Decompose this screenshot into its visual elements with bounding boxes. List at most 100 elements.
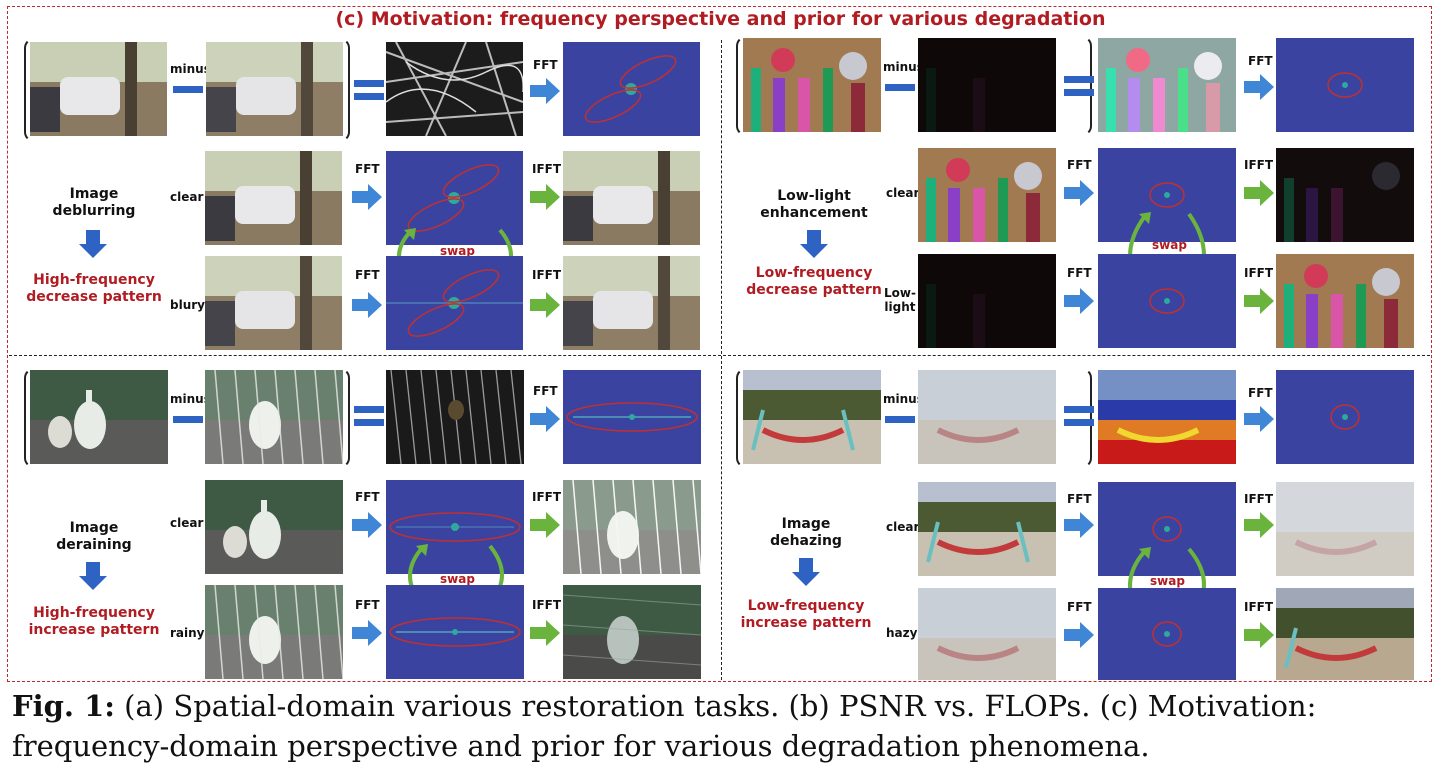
derain-input-bracket — [24, 368, 350, 468]
fft-spectrum-image — [1276, 370, 1414, 464]
fft-label: FFT — [1067, 600, 1092, 614]
deblur-clear-photo — [205, 151, 342, 245]
ifft-label: IFFT — [532, 162, 562, 176]
ifft-label: IFFT — [532, 268, 562, 282]
blue-arrow-icon — [1064, 512, 1094, 538]
minus-operator — [173, 86, 203, 93]
derain-clear-photo-top — [30, 370, 168, 464]
fft-spectrum-image — [386, 585, 524, 679]
deblur-blurry-photo — [205, 256, 342, 350]
lowlight-clear-photo — [918, 148, 1056, 242]
fft-spectrum-image — [563, 42, 700, 136]
swap-label: swap — [440, 244, 475, 258]
fft-spectrum-image — [563, 370, 701, 464]
dehaze-clear-photo — [918, 482, 1056, 576]
clear-label: clear — [886, 520, 920, 534]
deblur-ifft-result — [563, 256, 700, 350]
fft-label: FFT — [1067, 158, 1092, 172]
lowlight-ifft-result — [1276, 148, 1414, 242]
green-arrow-icon — [1244, 512, 1274, 538]
deblur-clear-photo-top — [30, 42, 167, 136]
blue-arrow-icon — [1244, 406, 1274, 432]
fft-spectrum-image — [386, 256, 523, 350]
fft-label: FFT — [355, 490, 380, 504]
clear-label: clear — [170, 190, 204, 204]
blue-arrow-icon — [1064, 288, 1094, 314]
low-light-label: Low-light — [884, 286, 916, 314]
green-arrow-icon — [1244, 180, 1274, 206]
down-arrow-icon — [800, 230, 828, 258]
lowlight-dark-photo-top — [918, 38, 1056, 132]
lowlight-dark-photo — [918, 254, 1056, 348]
minus-label: minus — [170, 392, 211, 406]
blue-arrow-icon — [1244, 74, 1274, 100]
derain-clear-photo — [205, 480, 343, 574]
fft-spectrum-image — [1098, 482, 1236, 576]
lowlight-input-bracket — [736, 36, 1092, 136]
fft-label: FFT — [1248, 386, 1273, 400]
dehaze-input-bracket — [736, 368, 1092, 468]
fft-spectrum-image — [1098, 148, 1236, 242]
ifft-label: IFFT — [1244, 492, 1274, 506]
figure-frame — [7, 6, 1432, 682]
horizontal-divider — [9, 355, 1430, 356]
ifft-label: IFFT — [532, 598, 562, 612]
minus-operator — [173, 416, 203, 423]
deblur-ifft-result — [563, 151, 700, 245]
swap-label: swap — [440, 572, 475, 586]
down-arrow-icon — [79, 562, 107, 590]
fft-spectrum-image — [386, 480, 524, 574]
fft-label: FFT — [1248, 54, 1273, 68]
blue-arrow-icon — [530, 78, 560, 104]
deblur-input-bracket — [24, 38, 350, 142]
minus-operator — [885, 84, 915, 91]
green-arrow-icon — [530, 620, 560, 646]
blue-arrow-icon — [352, 292, 382, 318]
ifft-label: IFFT — [532, 490, 562, 504]
blue-arrow-icon — [352, 620, 382, 646]
fft-label: FFT — [1067, 492, 1092, 506]
vertical-divider — [721, 40, 722, 680]
green-arrow-icon — [530, 184, 560, 210]
caption-text: (a) Spatial-domain various restoration t… — [12, 689, 1317, 763]
fft-label: FFT — [355, 162, 380, 176]
lowlight-clear-photo-top — [743, 38, 881, 132]
blue-arrow-icon — [1064, 622, 1094, 648]
dehaze-hazy-photo-top — [918, 370, 1056, 464]
deblur-blurry-photo-top — [206, 42, 343, 136]
figure-title: (c) Motivation: frequency perspective an… — [335, 8, 1106, 30]
blue-arrow-icon — [352, 512, 382, 538]
lowlight-residual-image — [1098, 38, 1236, 132]
fft-spectrum-image — [1276, 38, 1414, 132]
fft-label: FFT — [533, 58, 558, 72]
equals-operator — [1064, 76, 1094, 96]
dehaze-ifft-result — [1276, 588, 1414, 680]
derain-ifft-result — [563, 480, 701, 574]
dehaze-hazy-photo — [918, 588, 1056, 680]
blue-arrow-icon — [530, 406, 560, 432]
ifft-label: IFFT — [1244, 158, 1274, 172]
ifft-label: IFFT — [1244, 600, 1274, 614]
minus-operator — [885, 416, 915, 423]
blue-arrow-icon — [1064, 180, 1094, 206]
lowlight-ifft-result — [1276, 254, 1414, 348]
blury-label: blury — [170, 298, 205, 312]
minus-label: minus — [883, 392, 924, 406]
green-arrow-icon — [1244, 288, 1274, 314]
figure-caption: Fig. 1: (a) Spatial-domain various resto… — [12, 686, 1432, 766]
equals-operator — [354, 406, 384, 426]
derain-rainy-photo-top — [205, 370, 343, 464]
hazy-label: hazy — [886, 626, 918, 640]
fft-label: FFT — [533, 384, 558, 398]
dehaze-residual-image — [1098, 370, 1236, 464]
equals-operator — [354, 80, 384, 100]
dehaze-clear-photo-top — [743, 370, 881, 464]
fft-label: FFT — [1067, 266, 1092, 280]
fft-label: FFT — [355, 598, 380, 612]
